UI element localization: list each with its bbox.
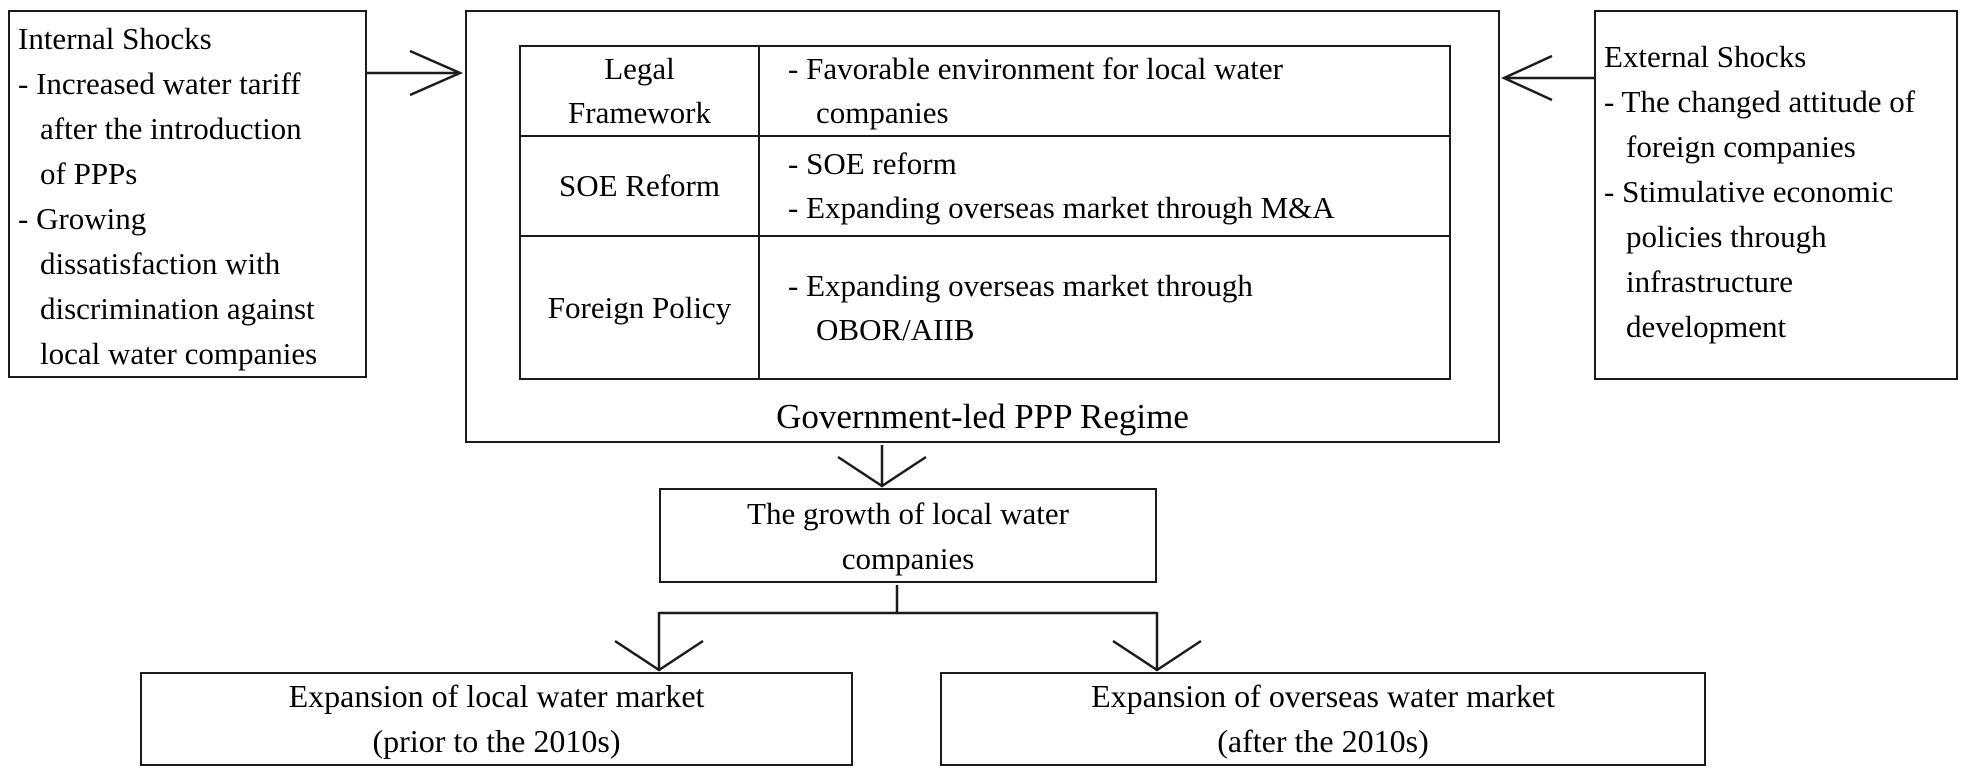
external-shocks-box: External Shocks - The changed attitude o…: [1594, 10, 1958, 380]
external-shock-item: - Stimulative economic policies through …: [1604, 174, 1894, 344]
row-point: - Expanding overseas market through M&A: [788, 190, 1335, 225]
row-points: - Expanding overseas market through OBOR…: [760, 237, 1449, 378]
ppp-regime-table: Legal Framework - Favorable environment …: [519, 45, 1451, 380]
split-connector: [657, 585, 1159, 669]
arrow-to-overseas-market: [1112, 639, 1202, 672]
internal-shocks-box: Internal Shocks - Increased water tariff…: [8, 10, 367, 378]
table-row: Foreign Policy - Expanding overseas mark…: [521, 237, 1449, 378]
regime-caption: Government-led PPP Regime: [776, 397, 1189, 436]
row-label-legal-framework: Legal Framework: [521, 47, 760, 135]
arrow-regime-to-growth: [837, 445, 927, 488]
outcome-overseas-market-box: Expansion of overseas water market (afte…: [940, 672, 1706, 766]
table-row: Legal Framework - Favorable environment …: [521, 47, 1449, 137]
row-point: - Favorable environment for local water …: [788, 51, 1283, 130]
row-point: - SOE reform: [788, 146, 957, 181]
ppp-regime-box: Legal Framework - Favorable environment …: [465, 10, 1500, 443]
arrow-internal-to-regime: [366, 49, 464, 97]
arrow-external-to-regime: [1500, 54, 1594, 102]
row-label-soe-reform: SOE Reform: [521, 137, 760, 235]
row-point: - Expanding overseas market through OBOR…: [788, 267, 1253, 347]
outcome-local-market-box: Expansion of local water market (prior t…: [140, 672, 853, 766]
row-label-foreign-policy: Foreign Policy: [521, 237, 760, 378]
row-points: - SOE reform - Expanding overseas market…: [760, 137, 1449, 235]
internal-shocks-title: Internal Shocks: [18, 21, 212, 56]
internal-shock-item: - Growing dissatisfaction with discrimin…: [18, 201, 318, 371]
arrow-to-local-market: [614, 639, 704, 672]
growth-box: The growth of local water companies: [659, 488, 1157, 583]
external-shock-item: - The changed attitude of foreign compan…: [1604, 84, 1916, 164]
internal-shock-item: - Increased water tariff after the intro…: [18, 66, 302, 191]
external-shocks-title: External Shocks: [1604, 39, 1807, 74]
table-row: SOE Reform - SOE reform - Expanding over…: [521, 137, 1449, 237]
row-points: - Favorable environment for local water …: [760, 47, 1449, 135]
